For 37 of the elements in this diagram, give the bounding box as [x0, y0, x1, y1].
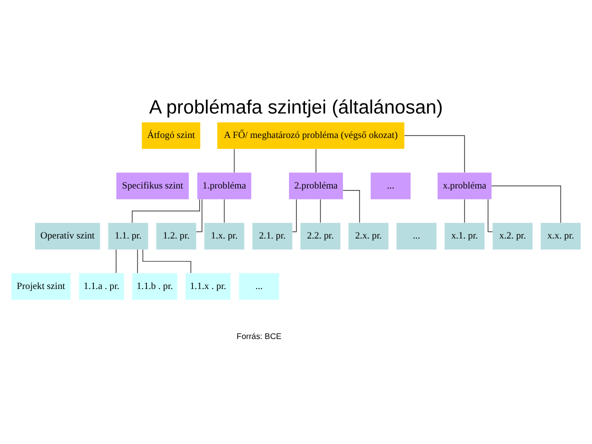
node-box: Specifikus szint: [116, 172, 189, 199]
node-box: 2.1. pr.: [252, 222, 292, 249]
node-box: x.probléma: [438, 172, 492, 199]
node-box: x.x. pr.: [540, 222, 581, 249]
node-box: ...: [239, 272, 279, 300]
node-box: 1.probléma: [197, 172, 252, 199]
connector: [137, 248, 138, 273]
node-box: Operatív szint: [35, 222, 100, 249]
node-box: 1.1. pr.: [108, 222, 148, 249]
node-box: 1.2. pr.: [156, 222, 196, 249]
node-box: 1.x. pr.: [204, 222, 244, 249]
node-box: 2.2. pr.: [300, 222, 340, 249]
connector: [491, 185, 562, 223]
node-box: x.1. pr.: [444, 222, 485, 249]
connector: [320, 198, 321, 223]
connector: [224, 198, 225, 223]
connector: [196, 198, 202, 232]
node-box: A FŐ/ meghatározó probléma (végső okozat): [217, 122, 404, 148]
connector: [488, 198, 493, 232]
node-box: 1.1.a . pr.: [79, 272, 124, 300]
connector: [404, 134, 465, 172]
connector: [234, 148, 235, 172]
connector: [464, 198, 465, 223]
node-box: 1.1.x . pr.: [185, 272, 231, 300]
node-box: ...: [370, 172, 411, 199]
node-box: 1.1.b . pr.: [132, 272, 178, 300]
connector: [116, 248, 117, 273]
node-box: 2.x. pr.: [348, 222, 388, 249]
node-box: 2.probléma: [288, 172, 343, 199]
node-box: Átfogó szint: [142, 122, 200, 148]
label: Forrás: BCE: [236, 331, 282, 340]
diagram-title: A problémafa szintjei (általánosan): [149, 96, 443, 118]
connector: [142, 248, 192, 273]
connector: [342, 189, 360, 223]
node-box: ...: [396, 222, 436, 249]
node-box: x.2. pr.: [492, 222, 533, 249]
node-box: Projekt szint: [11, 272, 70, 300]
